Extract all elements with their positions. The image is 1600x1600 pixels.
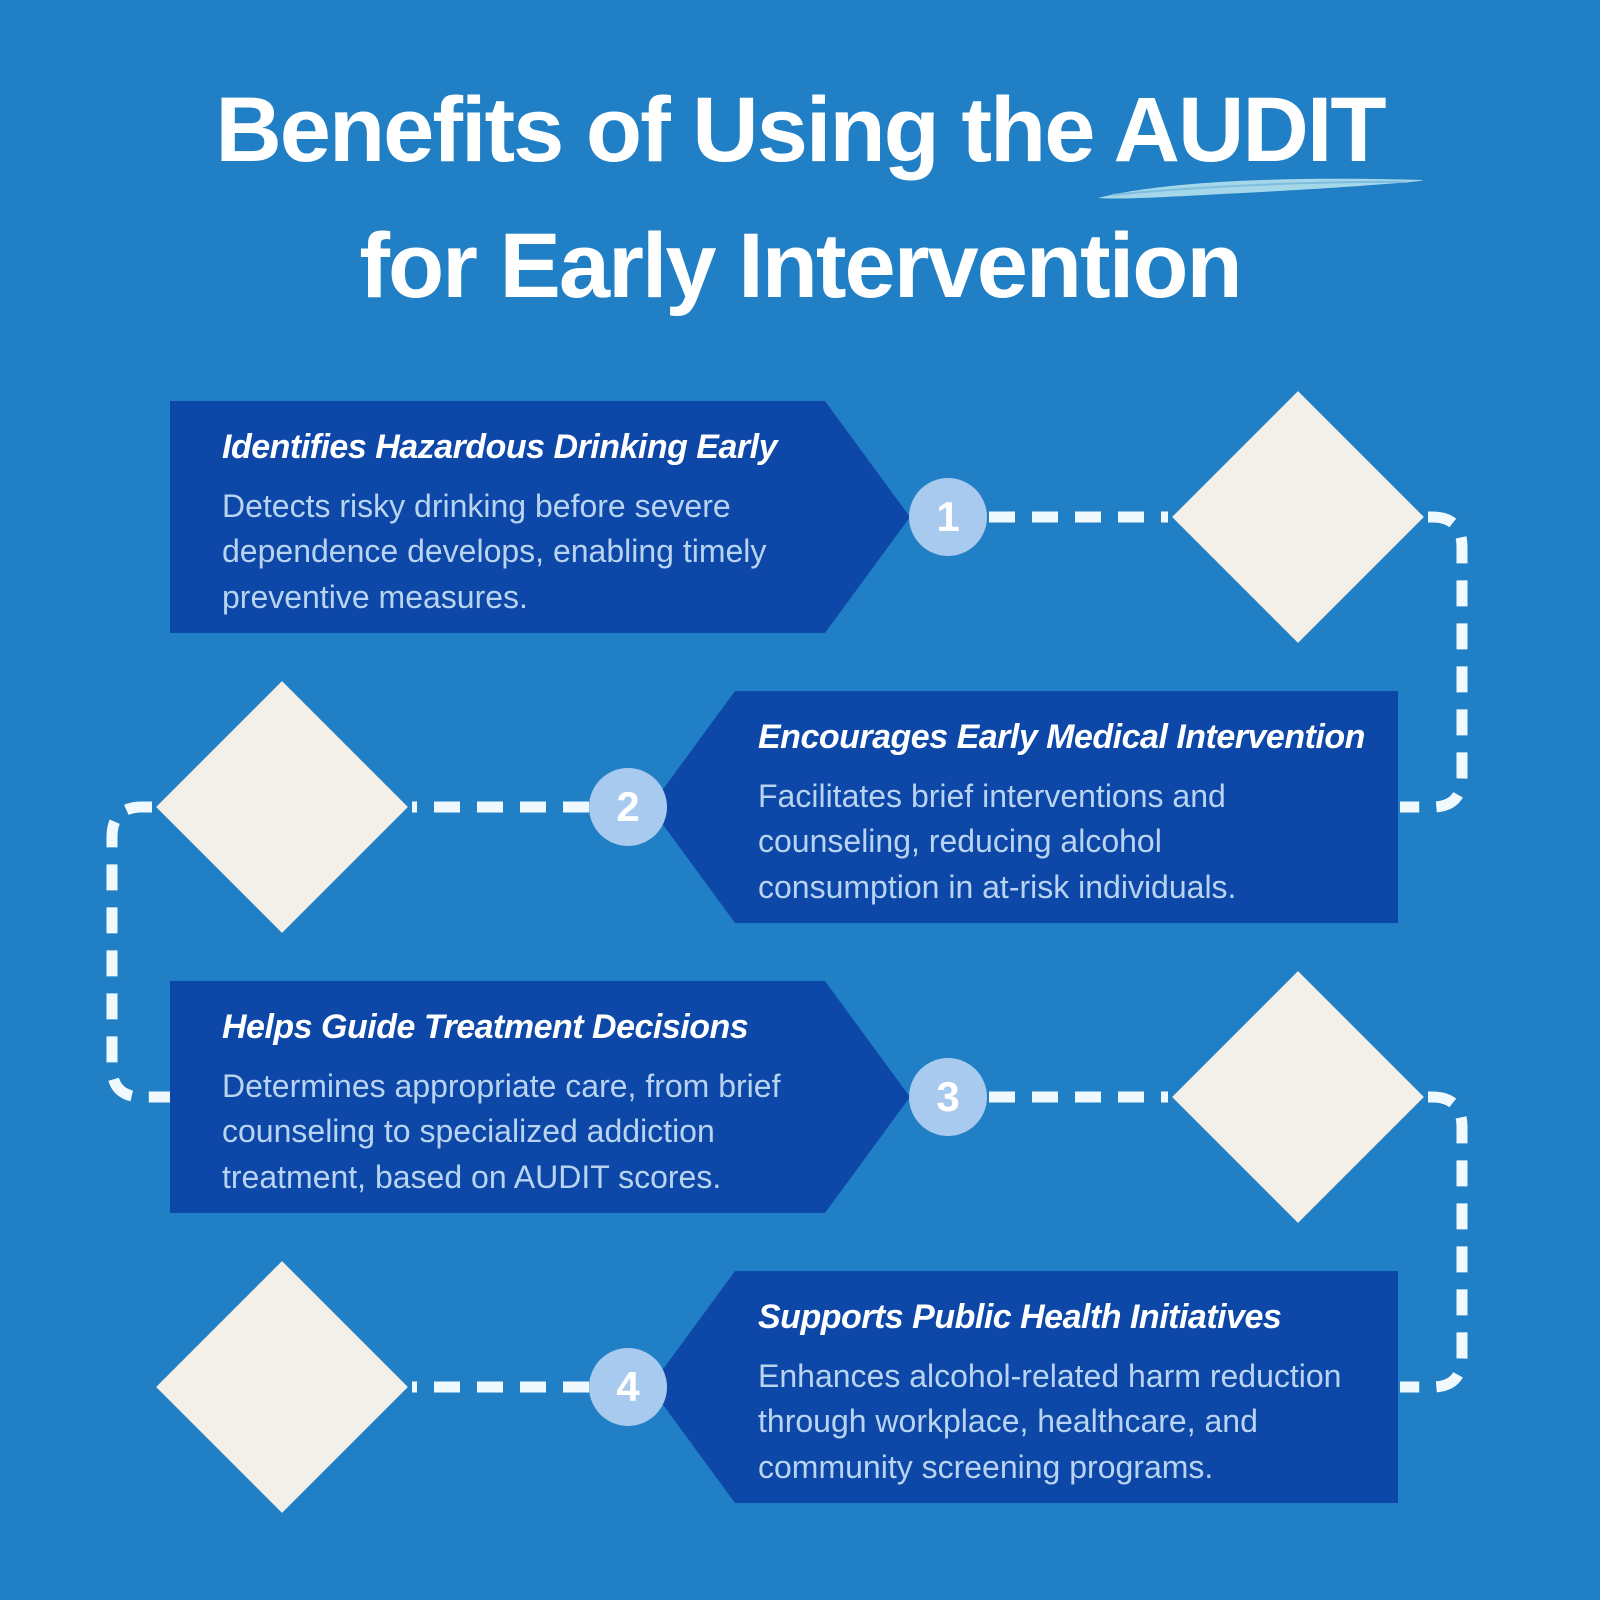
step-title: Encourages Early Medical Intervention [758, 718, 1365, 756]
step-title: Helps Guide Treatment Decisions [222, 1008, 749, 1046]
step-description: Determines appropriate care, from brief … [222, 1067, 781, 1195]
step-banner-4: Supports Public Health Initiatives Enhan… [650, 1271, 1398, 1503]
page-title-line-1: Benefits of Using the AUDIT [215, 79, 1386, 181]
step-title: Identifies Hazardous Drinking Early [222, 428, 777, 466]
page-title-line-2: for Early Intervention [359, 215, 1242, 317]
step-title: Supports Public Health Initiatives [758, 1298, 1282, 1336]
step-banner-3: Helps Guide Treatment Decisions Determin… [170, 981, 910, 1213]
step-number-badge-2: 2 [589, 768, 667, 846]
step-description: Enhances alcohol-related harm reduction … [758, 1357, 1342, 1485]
connector-diamond3-banner4 [1400, 1091, 1468, 1393]
connector-diamond2-banner3 [106, 801, 172, 1103]
underline-swoosh-icon [1098, 178, 1423, 199]
step-number-badge-4: 4 [589, 1348, 667, 1426]
step-number-badge-3: 3 [909, 1058, 987, 1136]
step-banner-2: Encourages Early Medical Intervention Fa… [650, 691, 1398, 923]
connector-diamond1-banner2 [1400, 511, 1468, 813]
step-description: Facilitates brief interventions and coun… [758, 777, 1237, 905]
step-banner-1: Identifies Hazardous Drinking Early Dete… [170, 401, 910, 633]
step-description: Detects risky drinking before severe dep… [222, 487, 767, 615]
step-number-badge-1: 1 [909, 478, 987, 556]
